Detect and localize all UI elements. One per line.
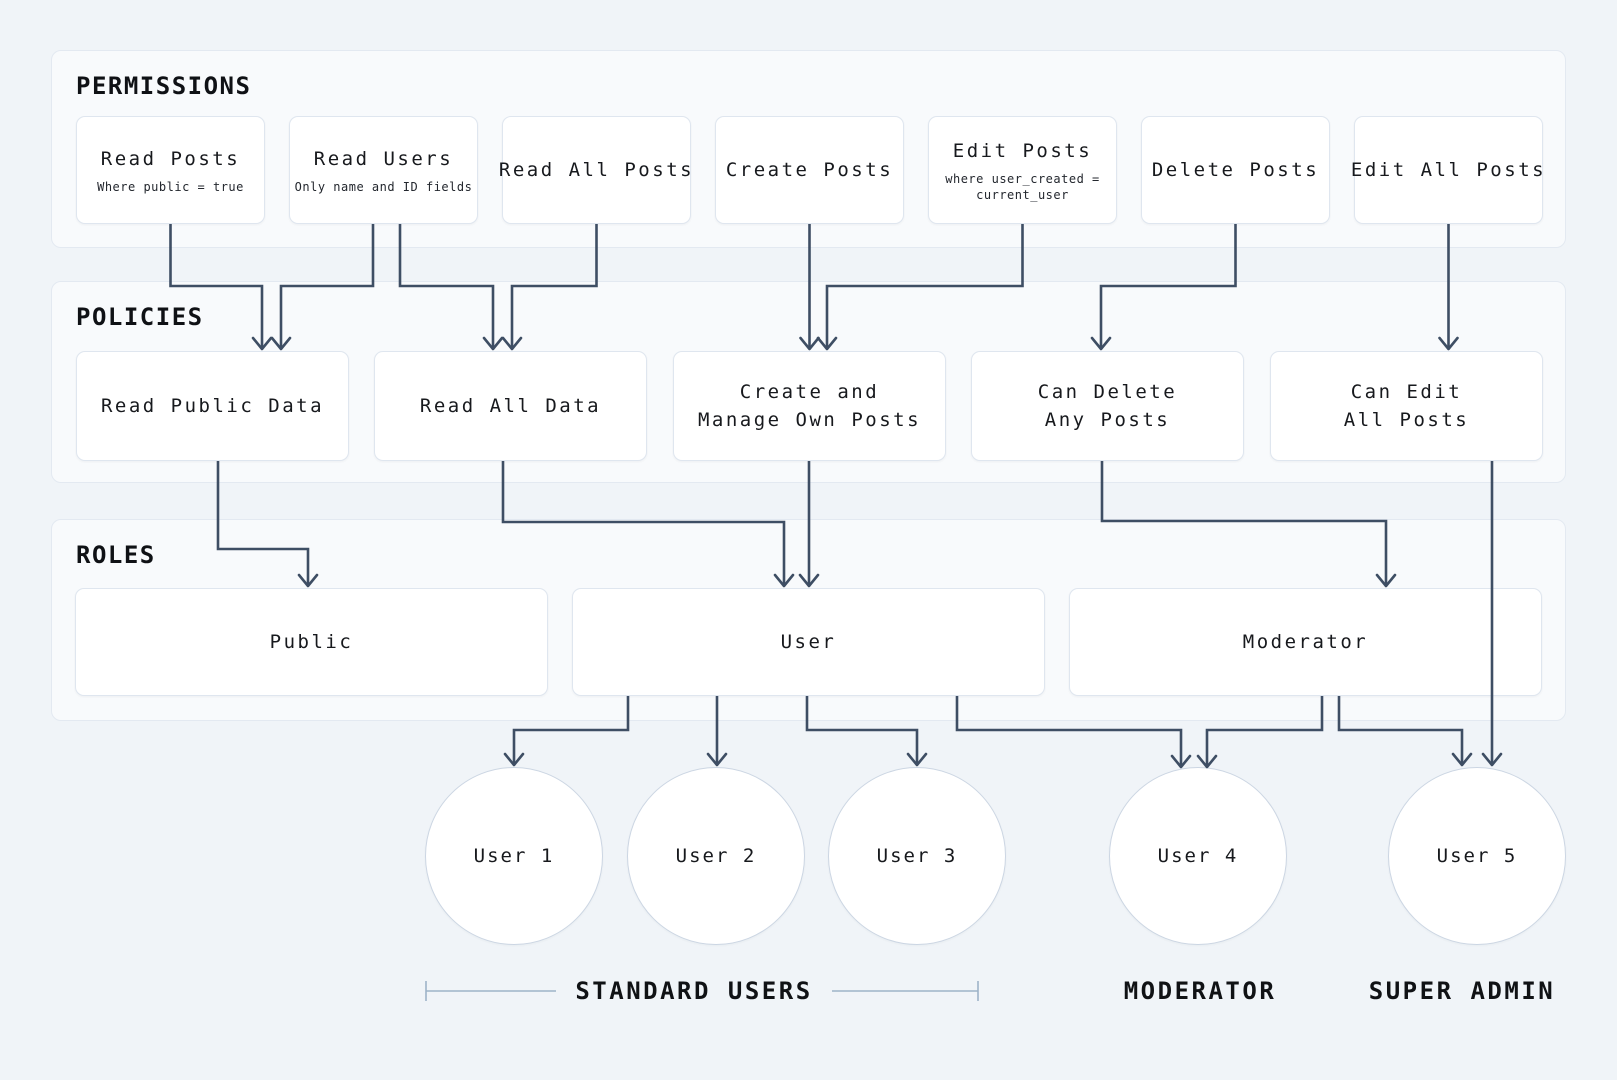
node-edit-all-posts: Edit All Posts xyxy=(1350,116,1547,224)
section-title: PERMISSIONS xyxy=(76,72,252,100)
node-label: Read All Posts xyxy=(498,159,695,181)
node-label: Moderator xyxy=(1242,631,1369,653)
node-label: Read Posts xyxy=(100,148,241,170)
user-label: User 4 xyxy=(1157,845,1239,867)
node-label: Read All Data xyxy=(419,395,602,417)
user-label: User 2 xyxy=(675,845,757,867)
node-create-and-manage-own-posts: Create and Manage Own Posts xyxy=(673,351,946,461)
node-label: Read Public Data xyxy=(100,395,325,417)
node-delete-posts: Delete Posts xyxy=(1141,116,1330,224)
node-edit-posts: Edit Posts where user_created = current_u… xyxy=(928,116,1117,224)
group-bracket xyxy=(425,981,556,1001)
node-subtitle: Where public = true xyxy=(97,180,244,194)
node-label: Edit Posts xyxy=(952,140,1093,162)
user-circle-user-1: User 1 xyxy=(425,767,603,945)
node-moderator: Moderator xyxy=(1069,588,1542,696)
group-label-super-admin: SUPER ADMIN xyxy=(1368,977,1556,1005)
node-label: Can Edit All Posts xyxy=(1343,381,1470,431)
user-label: User 1 xyxy=(473,845,555,867)
node-public: Public xyxy=(75,588,548,696)
node-label: Delete Posts xyxy=(1151,159,1320,181)
user-label: User 3 xyxy=(876,845,958,867)
user-circle-user-5: User 5 xyxy=(1388,767,1566,945)
group-bracket xyxy=(832,981,979,1001)
user-circle-user-2: User 2 xyxy=(627,767,805,945)
node-label: Can Delete Any Posts xyxy=(1037,381,1178,431)
node-label: Edit All Posts xyxy=(1350,159,1547,181)
node-label: Create and Manage Own Posts xyxy=(697,381,922,431)
node-read-all-posts: Read All Posts xyxy=(498,116,695,224)
user-label: User 5 xyxy=(1436,845,1518,867)
node-subtitle: Only name and ID fields xyxy=(294,180,473,194)
node-user: User xyxy=(572,588,1045,696)
user-circle-user-3: User 3 xyxy=(828,767,1006,945)
group-label-moderator: MODERATOR xyxy=(1123,977,1277,1005)
node-can-edit-all-posts: Can Edit All Posts xyxy=(1270,351,1543,461)
node-read-all-data: Read All Data xyxy=(374,351,647,461)
node-label: User xyxy=(780,631,837,653)
node-label: Read Users xyxy=(313,148,454,170)
node-label: Create Posts xyxy=(725,159,894,181)
node-label: Public xyxy=(269,631,354,653)
section-title: POLICIES xyxy=(76,303,204,331)
section-title: ROLES xyxy=(76,541,156,569)
node-create-posts: Create Posts xyxy=(715,116,904,224)
node-subtitle: where user_created = current_user xyxy=(945,172,1100,202)
node-can-delete-any-posts: Can Delete Any Posts xyxy=(971,351,1244,461)
user-circle-user-4: User 4 xyxy=(1109,767,1287,945)
group-label-standard-users: STANDARD USERS xyxy=(575,977,813,1005)
node-read-public-data: Read Public Data xyxy=(76,351,349,461)
